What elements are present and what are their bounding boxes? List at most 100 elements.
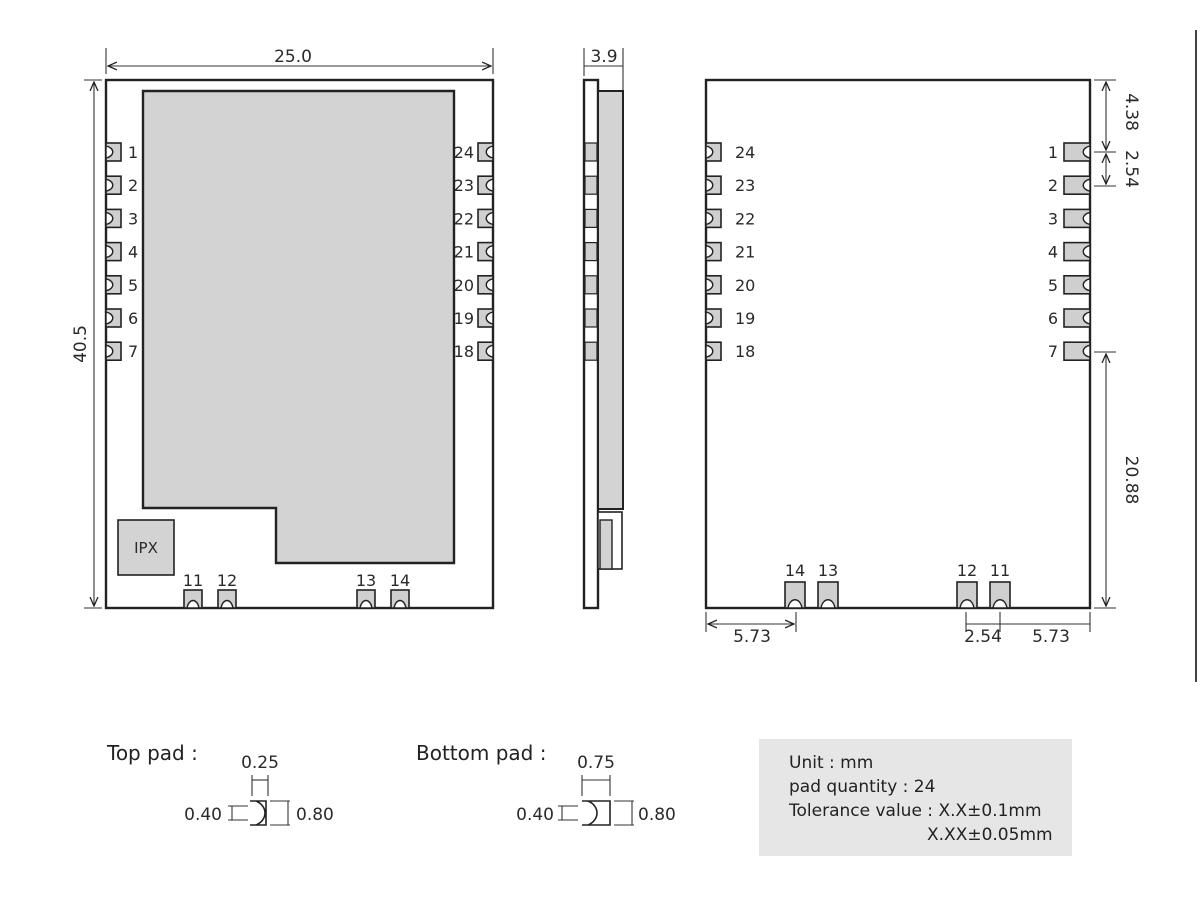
side-view: 3.9 bbox=[582, 47, 624, 610]
pin-label: 18 bbox=[454, 342, 474, 361]
bottom-edge-pad bbox=[817, 581, 839, 609]
pin-label: 4 bbox=[1048, 243, 1058, 262]
connector-inner bbox=[599, 519, 613, 570]
top-offset-dimension: 4.38 bbox=[1121, 93, 1141, 131]
pin-label: 7 bbox=[1048, 342, 1058, 361]
side-pad bbox=[584, 275, 598, 295]
bottom-left-pad bbox=[705, 241, 722, 262]
notes-background bbox=[759, 739, 1072, 856]
bottom-pad-shape bbox=[582, 800, 611, 826]
shield-can bbox=[141, 89, 456, 565]
pin-label: 3 bbox=[1048, 209, 1058, 228]
ipx-connector bbox=[117, 519, 175, 576]
pin-label: 23 bbox=[735, 176, 755, 195]
side-pads bbox=[584, 142, 598, 361]
bottom-edge-pads: 14 13 12 11 bbox=[784, 561, 1011, 609]
pin-label: 6 bbox=[1048, 309, 1058, 328]
bottom-right-pad bbox=[1063, 241, 1091, 262]
pin-label: 21 bbox=[735, 243, 755, 262]
bottom-right-pad bbox=[1063, 142, 1091, 162]
pin-label: 6 bbox=[128, 309, 138, 328]
pin-label: 12 bbox=[217, 571, 237, 590]
pin-label: 3 bbox=[128, 209, 138, 228]
pin-label: 11 bbox=[990, 561, 1010, 580]
pin-label: 1 bbox=[1048, 143, 1058, 162]
top-left-pad bbox=[105, 142, 122, 162]
bottom-left-pad bbox=[705, 142, 722, 162]
top-bottom-pad bbox=[183, 589, 203, 609]
bottom-right-dimension: 5.73 bbox=[1032, 627, 1070, 647]
pin-label: 19 bbox=[735, 309, 755, 328]
bottom-edge-pad bbox=[989, 581, 1011, 609]
top-bottom-pad bbox=[356, 589, 376, 609]
top-bottom-pad bbox=[390, 589, 410, 609]
pin-label: 12 bbox=[957, 561, 977, 580]
bottom-pad-left-dim: 0.40 bbox=[516, 805, 554, 825]
pin-label: 13 bbox=[818, 561, 838, 580]
side-pad bbox=[584, 175, 598, 195]
top-right-pad bbox=[477, 308, 494, 328]
top-right-pad bbox=[477, 208, 494, 229]
pin-label: 18 bbox=[735, 342, 755, 361]
side-pad bbox=[584, 242, 598, 262]
bottom-right-pad bbox=[1063, 208, 1091, 229]
side-pad bbox=[584, 142, 598, 162]
bottom-pad-detail: Bottom pad : 0.75 0.40 0.80 bbox=[416, 741, 676, 826]
bottom-pad-right-dim: 0.80 bbox=[638, 805, 676, 825]
side-pitch-dimension: 2.54 bbox=[1121, 150, 1141, 188]
pin-label: 13 bbox=[356, 571, 376, 590]
height-dimension: 40.5 bbox=[71, 325, 91, 363]
ipx-label: IPX bbox=[134, 539, 158, 557]
pin-label: 5 bbox=[128, 276, 138, 295]
bottom-pad-title: Bottom pad : bbox=[416, 741, 546, 765]
top-left-pad bbox=[105, 175, 122, 195]
pin-label: 1 bbox=[128, 143, 138, 162]
top-left-pad bbox=[105, 308, 122, 328]
bottom-left-pad bbox=[705, 341, 722, 362]
notes-box: Unit : mm pad quantity : 24 Tolerance va… bbox=[759, 739, 1072, 856]
tolerance-note-1: Tolerance value : X.X±0.1mm bbox=[788, 801, 1042, 821]
bottom-pitch-dimension: 2.54 bbox=[964, 627, 1002, 647]
bottom-left-pad bbox=[705, 208, 722, 229]
bottom-pad-width: 0.75 bbox=[577, 753, 615, 773]
top-pad-right-dim: 0.80 bbox=[296, 805, 334, 825]
top-right-pads: 24 23 22 21 20 19 18 bbox=[454, 142, 494, 362]
top-right-pad bbox=[477, 142, 494, 162]
bottom-left-dimension: 5.73 bbox=[733, 627, 771, 647]
top-right-pad bbox=[477, 175, 494, 195]
tolerance-note-2: X.XX±0.05mm bbox=[927, 825, 1053, 845]
pin-label: 21 bbox=[454, 243, 474, 262]
top-bottom-pad bbox=[217, 589, 237, 609]
pin-label: 19 bbox=[454, 309, 474, 328]
pin-label: 14 bbox=[785, 561, 805, 580]
pin-label: 23 bbox=[454, 176, 474, 195]
bottom-right-pad bbox=[1063, 341, 1091, 362]
bottom-view-outline bbox=[704, 78, 1092, 610]
top-right-pad bbox=[477, 341, 494, 362]
bottom-right-pad bbox=[1063, 308, 1091, 328]
top-right-pad bbox=[477, 241, 494, 262]
pin-label: 14 bbox=[390, 571, 410, 590]
pin-label: 11 bbox=[183, 571, 203, 590]
pin-label: 20 bbox=[454, 276, 474, 295]
top-left-pad bbox=[105, 241, 122, 262]
top-left-pad bbox=[105, 274, 122, 295]
lower-dimension: 20.88 bbox=[1121, 456, 1141, 505]
pin-label: 24 bbox=[454, 143, 474, 162]
bottom-edge-pad bbox=[956, 581, 978, 609]
top-left-pad bbox=[105, 208, 122, 229]
pin-label: 4 bbox=[128, 243, 138, 262]
top-bottom-pads: 11 12 13 14 bbox=[183, 571, 410, 609]
shield-side bbox=[597, 90, 624, 510]
top-pad-detail: Top pad : 0.25 0.40 0.80 bbox=[106, 741, 334, 826]
pin-label: 22 bbox=[454, 209, 474, 228]
thickness-dimension: 3.9 bbox=[590, 47, 617, 67]
top-left-pad bbox=[105, 341, 122, 362]
bottom-right-pad bbox=[1063, 175, 1091, 195]
side-pad bbox=[584, 341, 598, 361]
